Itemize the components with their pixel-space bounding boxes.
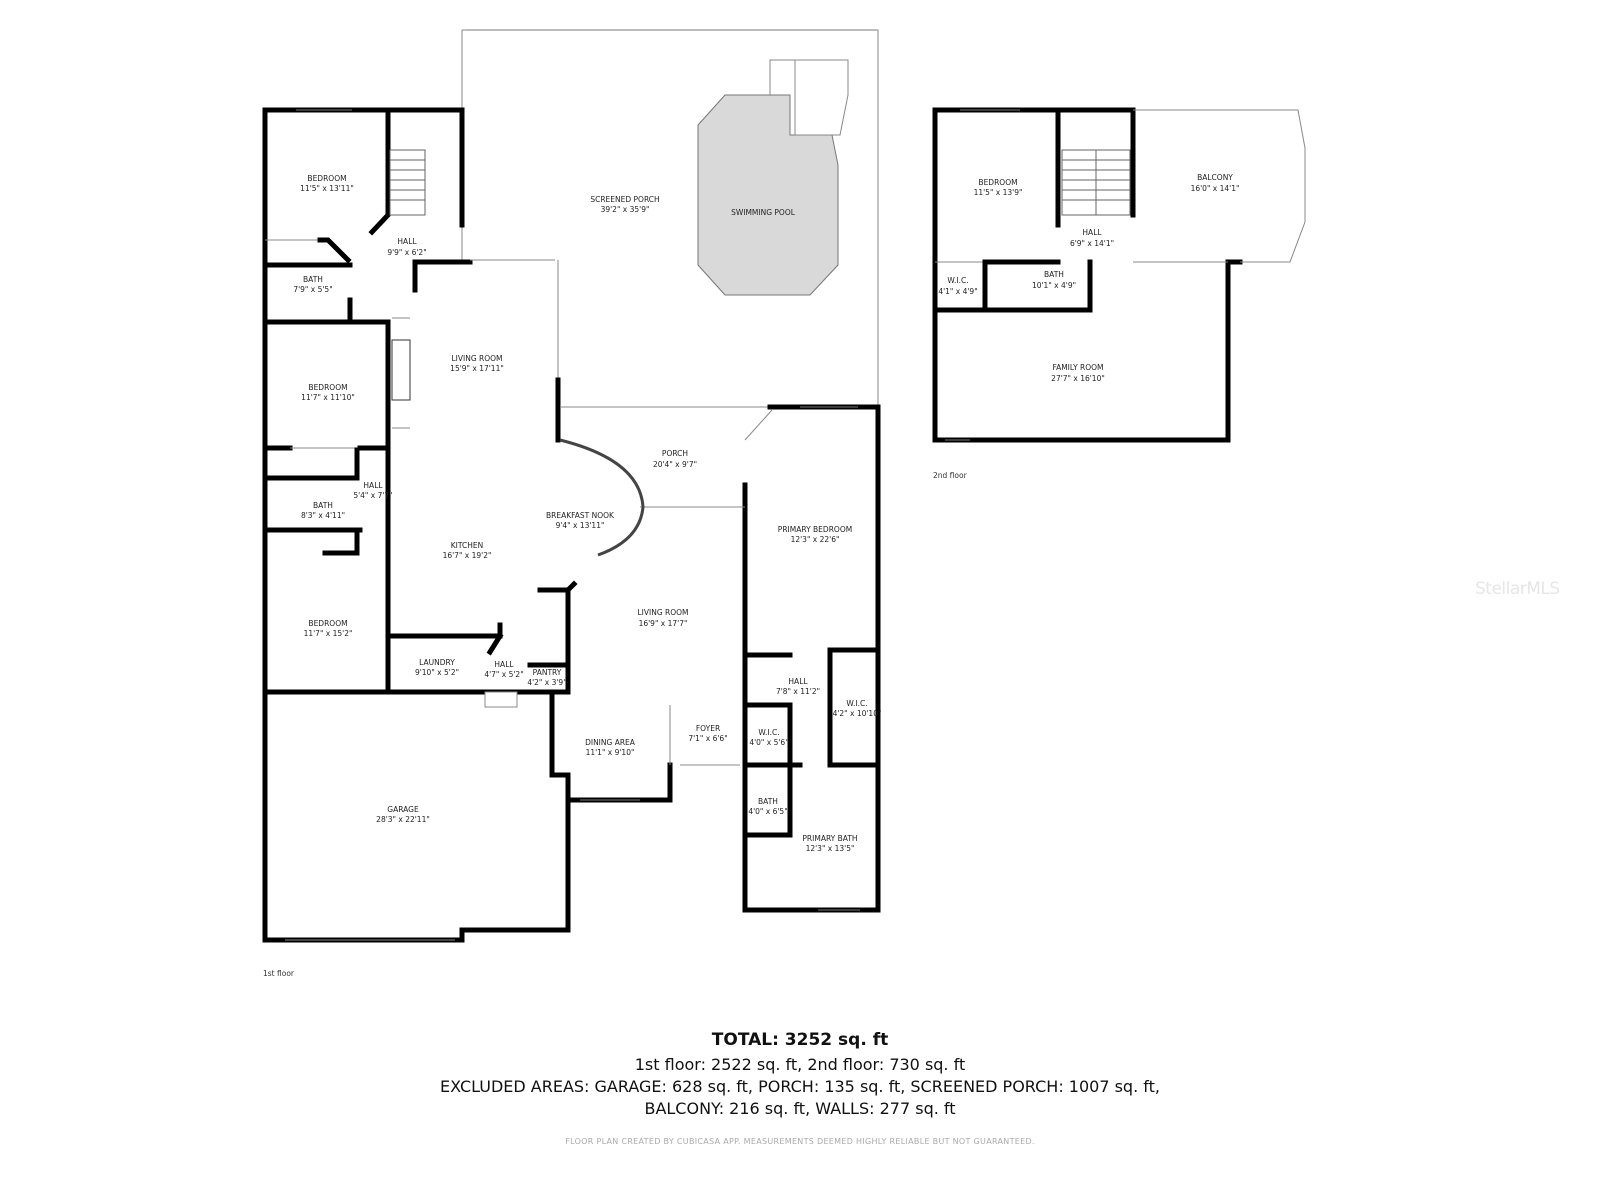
room-name: BREAKFAST NOOK: [546, 511, 615, 520]
room-dims: 39'2" x 35'9": [601, 205, 650, 214]
room-name: HALL: [363, 481, 383, 490]
room-dims: 20'4" x 9'7": [653, 460, 697, 469]
room-name: FOYER: [696, 724, 720, 733]
room-dims: 4'2" x 3'9": [527, 678, 566, 687]
room-name: SCREENED PORCH: [590, 195, 659, 204]
room-name: LAUNDRY: [419, 658, 455, 667]
room-dims: 16'9" x 17'7": [639, 619, 688, 628]
room-dims: 28'3" x 22'11": [376, 815, 430, 824]
room-name: BEDROOM: [307, 174, 346, 183]
room-dims: 4'0" x 5'6": [749, 738, 788, 747]
room-name: BATH: [303, 275, 323, 284]
room-name: GARAGE: [387, 805, 419, 814]
room-dims: 16'0" x 14'1": [1191, 184, 1240, 193]
room-dims: 11'5" x 13'9": [974, 188, 1023, 197]
room-name: DINING AREA: [585, 738, 636, 747]
room-dims: 4'7" x 5'2": [484, 670, 523, 679]
room-name: SWIMMING POOL: [731, 208, 796, 217]
room-dims: 8'3" x 4'11": [301, 511, 345, 520]
room-dims: 12'3" x 13'5": [806, 844, 855, 853]
credit-note: FLOOR PLAN CREATED BY CUBICASA APP. MEAS…: [565, 1137, 1035, 1146]
room-dims: 11'7" x 11'10": [301, 393, 355, 402]
room-name: LIVING ROOM: [637, 608, 688, 617]
floor-2-labels: BEDROOM 11'5" x 13'9" BALCONY 16'0" x 14…: [933, 173, 1239, 480]
room-name: BATH: [1044, 270, 1064, 279]
stairs-icon: [389, 149, 426, 216]
room-name: PANTRY: [533, 668, 562, 677]
room-dims: 9'4" x 13'11": [556, 521, 605, 530]
room-dims: 4'2" x 10'10": [833, 709, 882, 718]
room-name: BATH: [758, 797, 778, 806]
floor-areas: 1st floor: 2522 sq. ft, 2nd floor: 730 s…: [634, 1055, 966, 1074]
room-dims: 11'5" x 13'11": [300, 184, 354, 193]
room-name: LIVING ROOM: [451, 354, 502, 363]
room-dims: 4'0" x 6'5": [748, 807, 787, 816]
excluded-areas-cont: BALCONY: 216 sq. ft, WALLS: 277 sq. ft: [644, 1099, 956, 1118]
watermark-logo: StellarMLS: [1475, 579, 1560, 599]
room-name: PRIMARY BATH: [802, 834, 857, 843]
room-name: HALL: [494, 660, 514, 669]
room-dims: 11'7" x 15'2": [304, 629, 353, 638]
room-name: BATH: [313, 501, 333, 510]
floor-2-walls: [932, 107, 1306, 443]
room-dims: 6'9" x 14'1": [1070, 239, 1114, 248]
room-dims: 7'8" x 11'2": [776, 687, 820, 696]
room-name: W.I.C.: [846, 699, 867, 708]
room-name: PORCH: [662, 449, 688, 458]
room-dims: 12'3" x 22'6": [791, 535, 840, 544]
room-dims: 27'7" x 16'10": [1051, 374, 1105, 383]
room-name: W.I.C.: [758, 728, 779, 737]
room-dims: 16'7" x 19'2": [443, 551, 492, 560]
room-name: PRIMARY BEDROOM: [778, 525, 852, 534]
room-name: KITCHEN: [451, 541, 484, 550]
room-dims: 10'1" x 4'9": [1032, 281, 1076, 290]
room-name: W.I.C.: [947, 276, 968, 285]
total-area: TOTAL: 3252 sq. ft: [711, 1030, 889, 1050]
excluded-areas: EXCLUDED AREAS: GARAGE: 628 sq. ft, PORC…: [440, 1077, 1160, 1096]
floor-1-walls: [262, 29, 881, 943]
room-dims: 11'1" x 9'10": [586, 748, 635, 757]
room-name: BEDROOM: [308, 619, 347, 628]
room-dims: 9'10" x 5'2": [415, 668, 459, 677]
room-dims: 7'9" x 5'5": [293, 285, 332, 294]
floor-label: 1st floor: [263, 969, 295, 978]
room-name: BEDROOM: [308, 383, 347, 392]
room-name: BALCONY: [1197, 173, 1233, 182]
room-name: HALL: [1082, 228, 1102, 237]
room-name: BEDROOM: [978, 178, 1017, 187]
room-dims: 9'9" x 6'2": [387, 248, 426, 257]
room-dims: 7'1" x 6'6": [688, 734, 727, 743]
floor-label: 2nd floor: [933, 471, 968, 480]
room-dims: 5'4" x 7'7": [353, 491, 392, 500]
room-dims: 4'1" x 4'9": [938, 287, 977, 296]
room-name: HALL: [788, 677, 808, 686]
swimming-pool: [697, 94, 839, 296]
floor-1-labels: BEDROOM 11'5" x 13'11" HALL 9'9" x 6'2" …: [263, 174, 881, 978]
room-name: HALL: [397, 237, 417, 246]
room-dims: 15'9" x 17'11": [450, 364, 504, 373]
room-name: FAMILY ROOM: [1052, 363, 1103, 372]
